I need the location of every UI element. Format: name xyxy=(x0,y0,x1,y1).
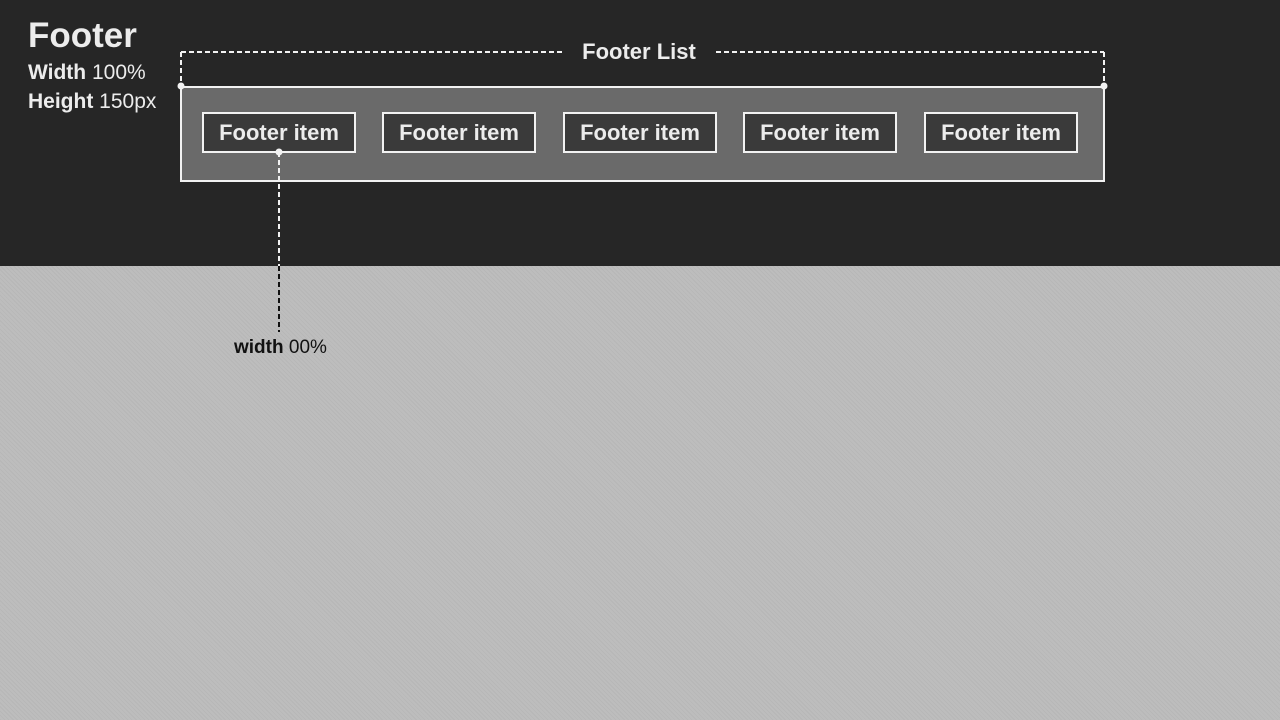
callout-value: 00% xyxy=(288,337,327,358)
footer-item: Footer item xyxy=(382,112,536,153)
footer-width-spec: Width 100% xyxy=(28,60,146,86)
footer-item: Footer item xyxy=(563,112,717,153)
callout-key: width xyxy=(234,337,284,358)
footer-width-value: 100% xyxy=(91,61,146,84)
footer-title: Footer xyxy=(28,16,137,55)
footer-height-spec: Height 150px xyxy=(28,89,156,115)
footer-list-label: Footer List xyxy=(564,37,714,67)
footer-width-key: Width xyxy=(28,61,87,84)
width-callout-label: width 00% xyxy=(234,336,327,360)
footer-item: Footer item xyxy=(743,112,897,153)
footer-item: Footer item xyxy=(924,112,1078,153)
footer-item: Footer item xyxy=(202,112,356,153)
footer-height-value: 150px xyxy=(99,90,157,113)
footer-height-key: Height xyxy=(28,90,94,113)
